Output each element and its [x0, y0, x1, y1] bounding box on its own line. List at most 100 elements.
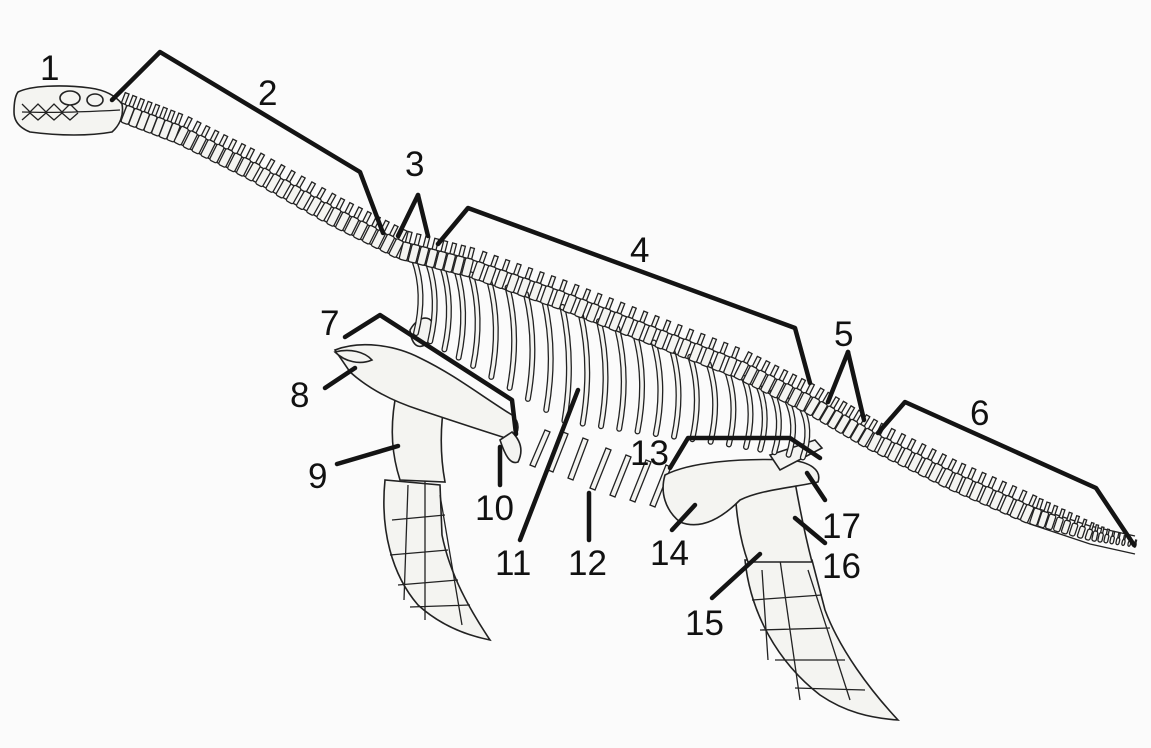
neural-spine	[663, 320, 671, 332]
label-17: 17	[822, 507, 861, 546]
neural-spine	[354, 207, 363, 219]
label-12: 12	[568, 544, 607, 583]
neural-spine	[732, 347, 740, 359]
neural-spine	[674, 325, 682, 337]
neural-spine	[237, 144, 246, 156]
neural-spine	[256, 153, 265, 165]
neural-spine	[770, 365, 779, 377]
neural-spine	[868, 419, 877, 431]
vertebral-column	[113, 93, 1137, 554]
neural-spine	[1095, 525, 1099, 532]
neural-spine	[917, 444, 926, 456]
vertebra	[483, 265, 497, 285]
neural-spine	[296, 176, 305, 188]
neural-spine	[560, 280, 567, 292]
neural-spine	[788, 374, 797, 386]
neural-spine	[897, 434, 906, 446]
neural-spine	[583, 289, 591, 301]
neural-spine	[709, 338, 717, 350]
neural-spine	[246, 148, 255, 160]
neural-spine	[479, 251, 486, 263]
label-10: 10	[475, 489, 514, 528]
label-3: 3	[405, 145, 424, 184]
neural-spine	[1118, 534, 1120, 538]
label-1: 1	[40, 49, 59, 88]
neural-spine	[998, 481, 1006, 493]
neural-spine	[228, 139, 237, 151]
vertebra	[666, 334, 680, 354]
label-16: 16	[822, 547, 861, 586]
leader-8	[325, 368, 355, 388]
neural-spine	[537, 272, 544, 284]
neural-spine	[988, 477, 996, 489]
neural-spine	[192, 121, 201, 133]
label-7: 7	[320, 304, 339, 343]
vertebra	[1077, 526, 1086, 539]
vertebra	[609, 312, 623, 332]
vertebra	[1104, 534, 1110, 543]
neural-spine	[744, 352, 753, 364]
neural-spine	[938, 454, 947, 466]
neural-spine	[1036, 499, 1043, 510]
neural-spine	[1101, 527, 1104, 533]
neural-spine	[129, 96, 137, 108]
neural-spine	[779, 370, 788, 382]
neural-spine	[167, 110, 175, 122]
neural-spine	[686, 329, 694, 341]
vertebra	[689, 343, 703, 363]
neural-spine	[152, 104, 160, 116]
neural-spine	[887, 429, 896, 441]
label-4: 4	[630, 231, 649, 270]
neural-spine	[414, 234, 421, 246]
vertebra	[712, 352, 726, 372]
neural-spine	[548, 276, 555, 288]
neural-spine	[1051, 505, 1057, 515]
neural-spine	[1123, 536, 1125, 540]
neural-spine	[514, 264, 521, 276]
neural-spine	[907, 439, 916, 451]
neural-spine	[121, 93, 129, 105]
vertebra	[1110, 536, 1115, 544]
neural-spine	[175, 113, 183, 125]
neural-spine	[928, 449, 937, 461]
leader-6	[878, 402, 1134, 545]
neural-spine	[797, 379, 806, 391]
label-13: 13	[630, 434, 669, 473]
vertebra	[529, 281, 543, 301]
label-8: 8	[290, 376, 309, 415]
neural-spine	[468, 247, 475, 259]
neural-spine	[958, 463, 966, 475]
neural-spine	[363, 212, 372, 224]
neural-spine	[1082, 519, 1087, 527]
neural-spine	[317, 188, 326, 200]
leader-9	[337, 446, 398, 464]
leader-5a	[828, 352, 848, 402]
neural-spine	[606, 298, 614, 310]
neural-spine	[948, 459, 957, 471]
neural-spine	[1106, 529, 1109, 534]
neural-spine	[137, 99, 145, 111]
vertebra	[506, 273, 520, 293]
neural-spine	[502, 260, 509, 272]
vertebra	[471, 261, 485, 281]
neural-spine	[266, 159, 275, 171]
vertebra	[597, 307, 611, 327]
neural-spine	[450, 243, 457, 255]
neural-spine	[617, 302, 625, 314]
vertebra	[632, 321, 646, 341]
leader-11	[520, 390, 578, 540]
vertebra	[563, 294, 577, 314]
label-2: 2	[258, 74, 277, 113]
vertebra	[574, 298, 588, 318]
label-11: 11	[495, 544, 531, 583]
neural-spine	[184, 117, 193, 129]
neural-spine	[761, 361, 770, 373]
neural-spine	[1029, 495, 1037, 506]
neural-spine	[1019, 490, 1027, 502]
label-15: 15	[685, 604, 724, 643]
label-9: 9	[308, 457, 327, 496]
vertebra	[1098, 532, 1104, 542]
neural-spine	[697, 333, 705, 345]
neural-spine	[640, 311, 648, 323]
